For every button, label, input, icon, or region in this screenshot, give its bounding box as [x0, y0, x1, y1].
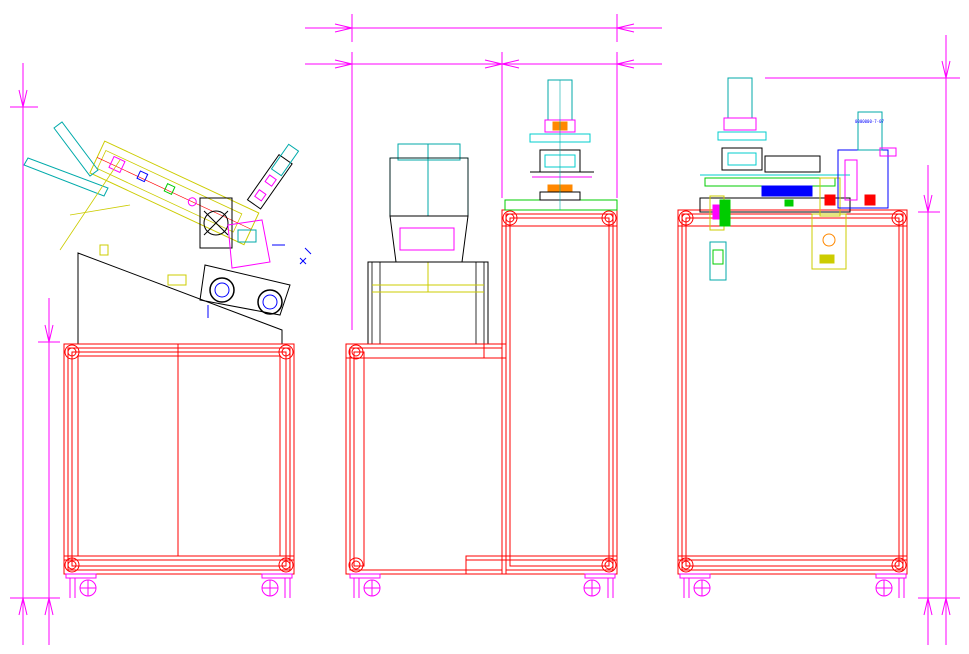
right-frame	[677, 209, 908, 575]
front-tower-mechanism	[529, 79, 594, 210]
front-view	[305, 14, 662, 598]
left-side-view	[10, 63, 312, 645]
front-frame-left	[345, 343, 507, 575]
center-dimension-lines	[305, 14, 662, 330]
front-top-plate	[504, 199, 618, 211]
left-dimension-lines	[10, 63, 60, 645]
front-hopper	[389, 143, 469, 292]
right-dimension-lines	[765, 35, 960, 645]
right-casters	[679, 573, 907, 598]
left-sloped-base	[77, 252, 283, 345]
front-casters	[349, 573, 616, 598]
left-frame	[63, 343, 295, 575]
left-wheels	[209, 277, 283, 315]
left-casters	[65, 573, 293, 598]
left-tilted-mechanism	[23, 121, 312, 318]
right-upper-mechanism: 0000000-7-07	[699, 77, 897, 281]
front-platform	[367, 261, 489, 345]
front-frame-right	[465, 209, 618, 575]
right-side-view: 0000000-7-07	[677, 35, 960, 645]
annotation-label: 0000000-7-07	[855, 119, 884, 124]
